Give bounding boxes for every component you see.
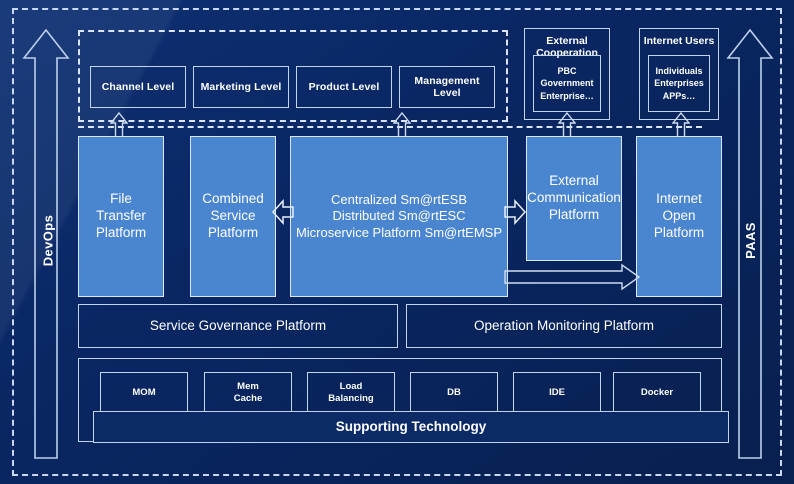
tech-box-ide[interactable]: IDE xyxy=(513,372,601,414)
governance-label-operation-monitoring: Operation Monitoring Platform xyxy=(473,318,655,334)
actor-box-external-cooperation[interactable]: External Cooperation PBC Government Ente… xyxy=(524,28,610,120)
tech-label-mem-cache: Mem Cache xyxy=(233,380,263,404)
actor-box-internet-users[interactable]: Internet Users Individuals Enterprises A… xyxy=(639,28,719,120)
tech-label-docker: Docker xyxy=(640,386,674,398)
platform-label-centralized-esb: Centralized Sm@rtESB Distributed Sm@rtES… xyxy=(295,192,503,240)
platform-box-centralized-esb[interactable]: Centralized Sm@rtESB Distributed Sm@rtES… xyxy=(290,136,508,297)
level-box-channel[interactable]: Channel Level xyxy=(90,66,186,108)
tech-box-db[interactable]: DB xyxy=(410,372,498,414)
connector-arrow-right-center-to-internet-open xyxy=(504,263,640,291)
platform-label-combined-service: Combined Service Platform xyxy=(202,191,264,240)
business-levels-group xyxy=(78,30,508,122)
connector-arrow-up-file-transfer xyxy=(110,112,128,138)
layer-separator xyxy=(78,126,702,128)
actor-detail-external-cooperation: PBC Government Enterprise… xyxy=(533,55,601,112)
tech-box-mom[interactable]: MOM xyxy=(100,372,188,414)
connector-arrow-left-combined-to-center xyxy=(272,197,294,227)
devops-arrow: DevOps xyxy=(22,28,70,460)
connector-arrow-up-internet-open xyxy=(672,112,690,138)
level-label-management: Management Level xyxy=(414,74,480,99)
supporting-technology-banner-label: Supporting Technology xyxy=(335,419,487,435)
level-box-marketing[interactable]: Marketing Level xyxy=(193,66,289,108)
platform-box-file-transfer[interactable]: File Transfer Platform xyxy=(78,136,164,297)
paas-arrow-label-wrap: PAAS xyxy=(726,222,774,259)
tech-label-ide: IDE xyxy=(549,386,565,398)
level-label-channel: Channel Level xyxy=(101,80,175,93)
governance-label-service-governance: Service Governance Platform xyxy=(149,318,327,334)
actor-title-internet-users: Internet Users xyxy=(643,35,715,47)
tech-box-load-balancing[interactable]: Load Balancing xyxy=(307,372,395,414)
tech-box-mem-cache[interactable]: Mem Cache xyxy=(204,372,292,414)
platform-box-combined-service[interactable]: Combined Service Platform xyxy=(190,136,276,297)
platform-label-file-transfer: File Transfer Platform xyxy=(95,191,147,240)
platform-label-internet-open: Internet Open Platform xyxy=(653,191,705,240)
tech-label-db: DB xyxy=(447,386,461,398)
tech-label-load-balancing: Load Balancing xyxy=(328,380,374,404)
connector-arrow-up-external-communication xyxy=(558,112,576,138)
actor-title-external-cooperation: External Cooperation xyxy=(536,35,598,60)
tech-box-docker[interactable]: Docker xyxy=(613,372,701,414)
connector-arrow-up-center-platform xyxy=(393,112,411,138)
connector-arrow-right-center-to-external xyxy=(504,197,526,227)
platform-label-external-communication: External Communication Platform xyxy=(527,173,621,222)
level-label-product: Product Level xyxy=(308,80,380,93)
devops-arrow-label-wrap: DevOps xyxy=(22,215,70,267)
level-label-marketing: Marketing Level xyxy=(200,80,282,93)
devops-arrow-label: DevOps xyxy=(40,214,56,267)
paas-arrow-label: PAAS xyxy=(742,222,758,259)
paas-arrow: PAAS xyxy=(726,28,774,460)
governance-box-service-governance[interactable]: Service Governance Platform xyxy=(78,304,398,348)
governance-box-operation-monitoring[interactable]: Operation Monitoring Platform xyxy=(406,304,722,348)
level-box-management[interactable]: Management Level xyxy=(399,66,495,108)
tech-label-mom: MOM xyxy=(132,386,156,398)
platform-box-internet-open[interactable]: Internet Open Platform xyxy=(636,136,722,297)
platform-box-external-communication[interactable]: External Communication Platform xyxy=(526,136,622,261)
diagram-outer-frame xyxy=(12,8,782,476)
level-box-product[interactable]: Product Level xyxy=(296,66,392,108)
supporting-technology-banner[interactable]: Supporting Technology xyxy=(93,411,729,443)
actor-detail-internet-users: Individuals Enterprises APPs… xyxy=(648,55,710,112)
